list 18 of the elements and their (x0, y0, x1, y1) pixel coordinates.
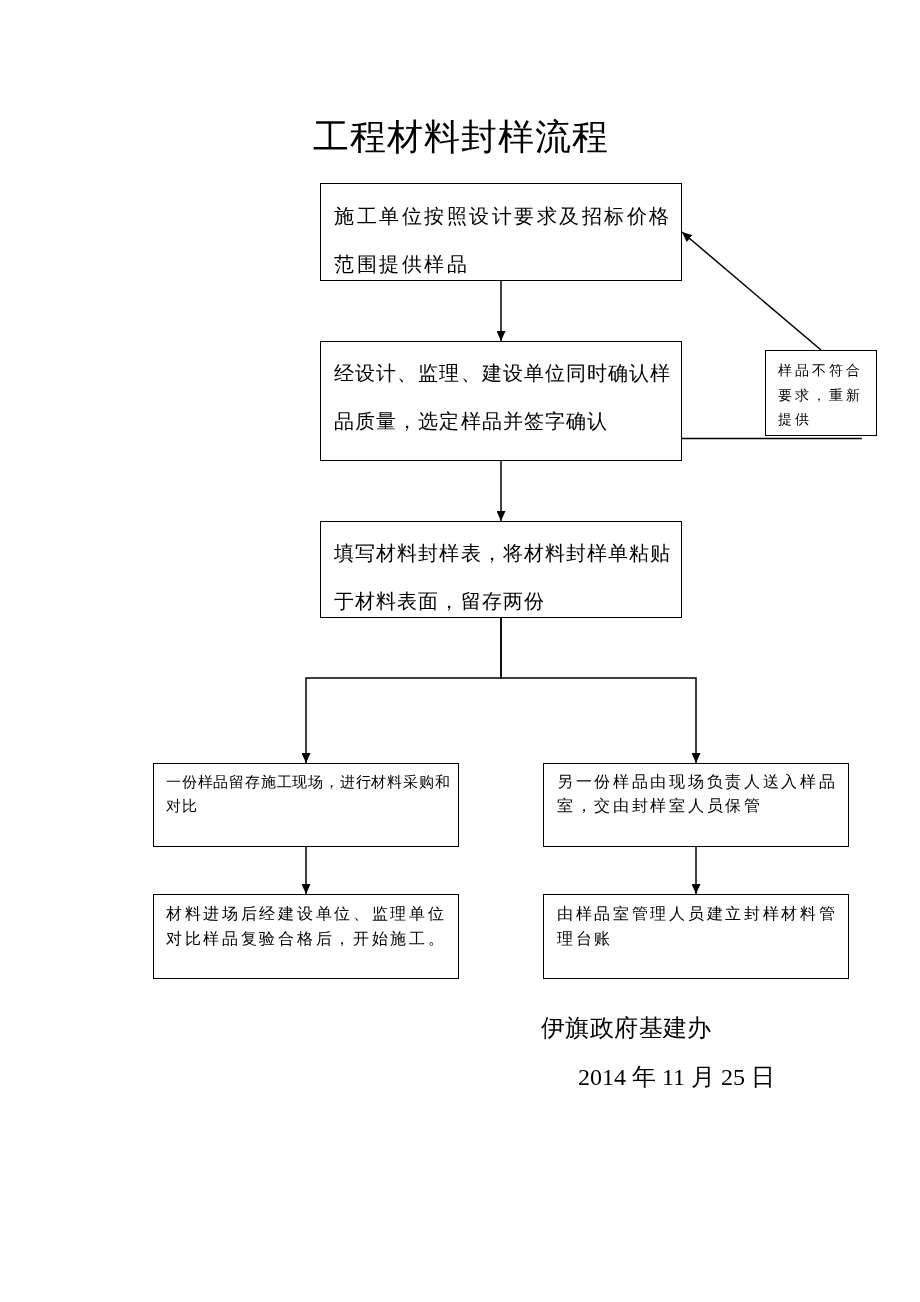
process-box: 经设计、监理、建设单位同时确认样品质量，选定样品并签字确认 (320, 341, 682, 461)
arrow (496, 460, 506, 522)
arrow (301, 846, 311, 895)
arrow (691, 846, 701, 895)
process-box: 填写材料封样表，将材料封样单粘贴于材料表面，留存两份 (320, 521, 682, 618)
title: 工程材料封样流程 (313, 116, 609, 159)
process-box: 另一份样品由现场负责人送入样品室，交由封样室人员保管 (543, 763, 849, 847)
process-box: 一份样品留存施工现场，进行材料采购和对比 (153, 763, 459, 847)
arrow (681, 231, 822, 351)
office-name: 伊旗政府基建办 (541, 1014, 712, 1043)
arrow (500, 617, 701, 764)
process-box: 由样品室管理人员建立封样材料管理台账 (543, 894, 849, 979)
note-box: 样品不符合要求，重新提供 (765, 350, 877, 436)
process-box: 施工单位按照设计要求及招标价格范围提供样品 (320, 183, 682, 281)
date-text: 2014 年 11 月 25 日 (578, 1063, 776, 1092)
process-box: 材料进场后经建设单位、监理单位对比样品复验合格后，开始施工。 (153, 894, 459, 979)
connector-line (681, 437, 863, 440)
arrow (496, 280, 506, 342)
